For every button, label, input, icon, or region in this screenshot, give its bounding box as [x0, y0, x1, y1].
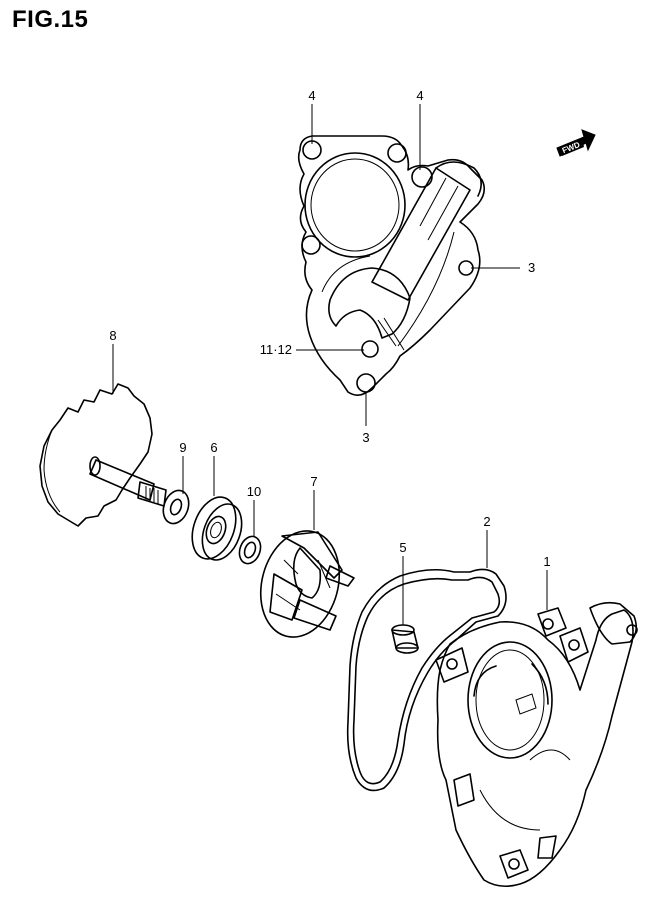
- fwd-label: FWD: [561, 140, 581, 155]
- impeller: [259, 530, 355, 638]
- callout-6: 6: [210, 440, 217, 455]
- callout-4-left: 4: [308, 88, 315, 103]
- o-ring-gasket: [346, 568, 507, 792]
- dowel-pin: [391, 624, 419, 654]
- callout-3-lower: 3: [362, 430, 369, 445]
- callout-8: 8: [109, 328, 116, 343]
- callout-2: 2: [483, 514, 490, 529]
- callout-10: 10: [247, 484, 261, 499]
- fwd-arrow-icon: FWD: [556, 129, 596, 157]
- callout-1: 1: [543, 554, 550, 569]
- leader-lines: [112, 104, 548, 625]
- figure-title: FIG.15: [12, 6, 89, 33]
- pump-body: [435, 601, 638, 888]
- callout-3-upper: 3: [528, 260, 535, 275]
- callout-5: 5: [399, 540, 406, 555]
- callout-7: 7: [310, 474, 317, 489]
- seal-ring: [238, 535, 262, 565]
- callouts: 4 4 3 11·12 3 8 9 6 10 7 2 5 1: [109, 88, 550, 569]
- callout-9: 9: [179, 440, 186, 455]
- pump-cover: [297, 135, 486, 396]
- bearing: [191, 496, 243, 561]
- washer: [162, 489, 190, 525]
- impeller-shaft-gear: [39, 383, 167, 527]
- callout-4-right: 4: [416, 88, 423, 103]
- callout-11-12: 11·12: [260, 342, 292, 357]
